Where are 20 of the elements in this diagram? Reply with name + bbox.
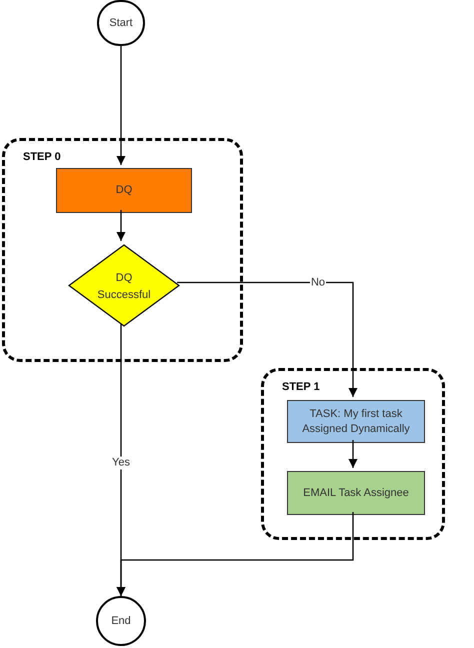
process-label: DQ bbox=[116, 183, 132, 198]
process-box bbox=[56, 168, 192, 213]
decision-label: DQ Successful bbox=[97, 272, 151, 300]
connector-arrow bbox=[116, 512, 354, 596]
dashed-group-frame bbox=[261, 368, 445, 540]
process-box bbox=[287, 400, 425, 443]
connector-arrow bbox=[348, 440, 358, 468]
edge-label: Yes bbox=[111, 456, 131, 470]
connector-arrow bbox=[116, 46, 126, 165]
terminal-label: Start bbox=[109, 16, 133, 31]
process-label: EMAIL Task Assignee bbox=[303, 486, 409, 500]
terminal-label: End bbox=[111, 614, 131, 629]
group-title: STEP 0 bbox=[23, 151, 61, 163]
connector-arrow bbox=[177, 282, 358, 397]
connector-arrow bbox=[116, 210, 126, 241]
group-title: STEP 1 bbox=[282, 381, 320, 393]
process-box bbox=[287, 471, 425, 515]
process-label: TASK: My first task Assigned Dynamically bbox=[301, 406, 411, 436]
dashed-group-frame bbox=[2, 138, 243, 362]
decision-diamond bbox=[68, 244, 180, 327]
